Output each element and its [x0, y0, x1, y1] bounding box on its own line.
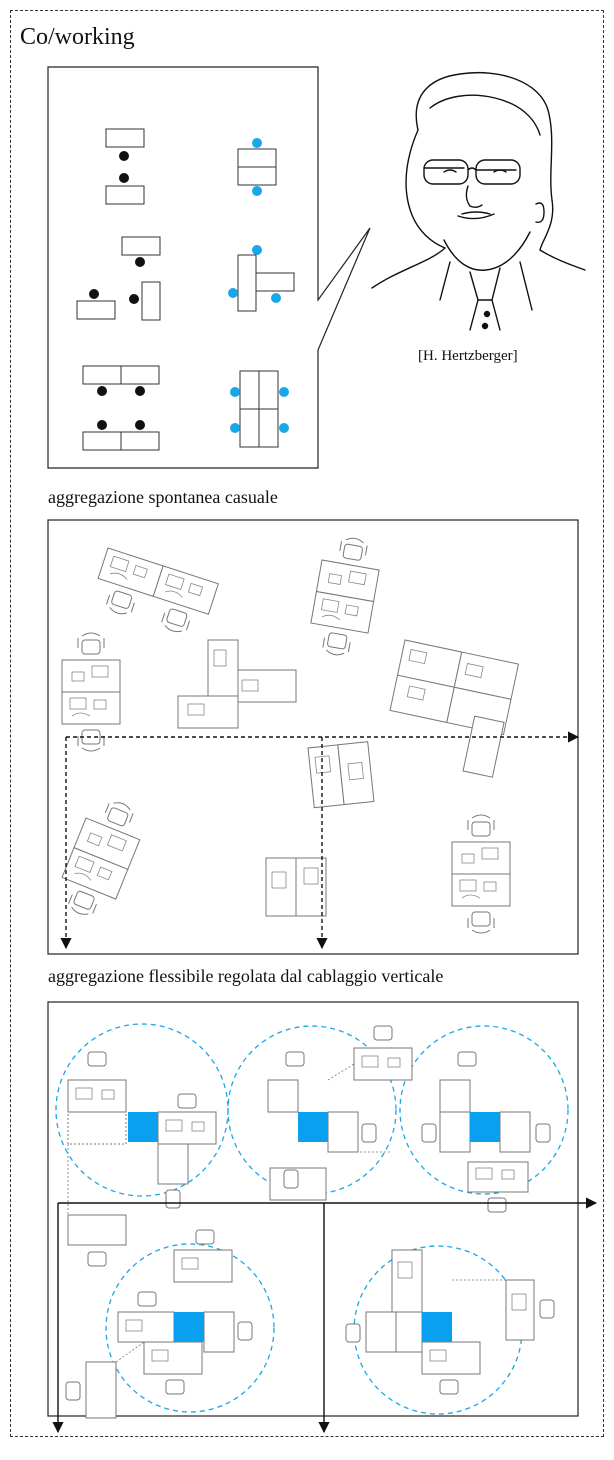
page-frame [10, 10, 604, 1437]
section-spontaneous-title: aggregazione spontanea casuale [48, 487, 278, 507]
service-zones [55, 1023, 569, 1415]
spontaneous-cabling [60, 731, 580, 950]
portrait-sketch [371, 71, 586, 331]
flexible-desks [67, 1047, 535, 1419]
vertical-riser [128, 1112, 158, 1142]
desk-cluster [177, 639, 297, 729]
vertical-riser [298, 1112, 328, 1142]
desk-cluster [89, 547, 219, 641]
desk-cluster [452, 815, 510, 933]
flexible-chairs [65, 1025, 555, 1401]
vertical-riser [422, 1312, 452, 1342]
flexible-panel [47, 1001, 579, 1417]
section-flexible-title: aggregazione flessibile regolata dal cab… [48, 966, 444, 986]
desk-cluster [306, 533, 384, 659]
legend-panel [47, 66, 371, 469]
desk-cluster [389, 639, 520, 778]
spontaneous-desks [52, 533, 520, 933]
vertical-riser [174, 1312, 204, 1342]
flexible-service-links [67, 1063, 506, 1363]
desk-cluster [265, 857, 327, 917]
portrait-caption: [H. Hertzberger] [418, 348, 518, 364]
flexible-desk-details [75, 1055, 527, 1362]
social-diagrams [228, 138, 295, 448]
anti-social-diagrams [76, 128, 161, 451]
page-title: Co/working [20, 24, 135, 50]
flexible-cabling [52, 1197, 598, 1434]
desk-cluster [62, 633, 120, 751]
desk-cluster [307, 741, 375, 809]
vertical-riser [470, 1112, 500, 1142]
